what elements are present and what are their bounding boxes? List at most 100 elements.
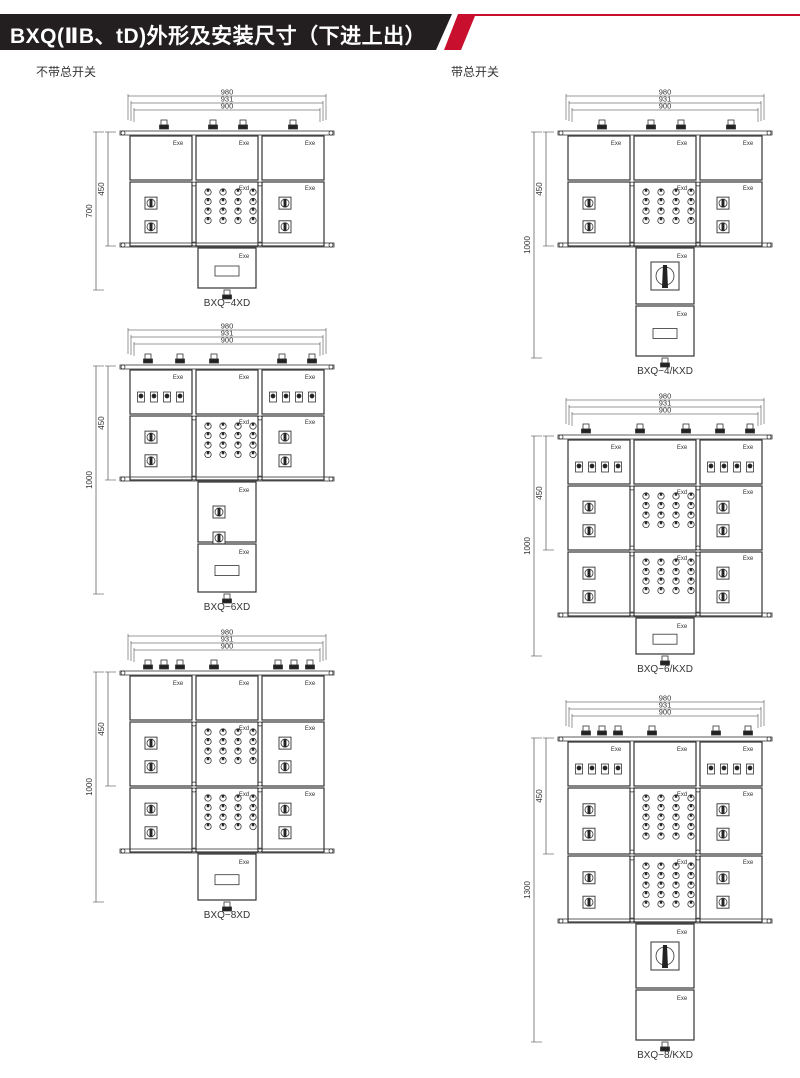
breaker-lever <box>251 757 255 761</box>
switch-handle <box>149 222 153 232</box>
vertical-dimension-label-1000: 1000 <box>85 471 94 489</box>
mounting-bolt <box>328 670 334 676</box>
small-switch-icon <box>746 763 754 775</box>
breaker-icon <box>204 216 212 225</box>
mounting-bolt <box>120 670 126 676</box>
breaker-icon <box>642 558 650 566</box>
switch-handle <box>721 222 725 232</box>
breaker-icon <box>204 803 212 812</box>
breaker-icon <box>219 747 227 755</box>
breaker-lever <box>206 441 210 445</box>
breaker-icon <box>642 881 650 889</box>
breaker-icon <box>219 794 227 802</box>
exe-mark: Exe <box>239 860 250 866</box>
switch-handle <box>283 432 287 442</box>
exe-mark: Exe <box>677 747 688 753</box>
switch-enclosure <box>129 721 193 787</box>
breaker-lever <box>206 188 210 192</box>
breaker-lever <box>644 217 648 221</box>
cable-gland-icon <box>715 423 725 434</box>
breaker-lever <box>674 872 678 876</box>
vertical-dimension-label-450: 450 <box>97 416 106 430</box>
small-switch-knob <box>138 393 144 399</box>
breaker-icon <box>219 431 227 440</box>
small-switch-knob <box>708 765 714 771</box>
breaker-lever <box>251 198 255 202</box>
gland-nut <box>646 124 656 130</box>
rotary-switch-icon <box>716 590 730 604</box>
switch-handle <box>217 507 221 517</box>
exe-mark: Exe <box>743 792 754 798</box>
gland-nut <box>745 428 755 434</box>
rotary-switch-icon <box>278 454 292 468</box>
breaker-icon <box>687 577 695 585</box>
small-switch-icon <box>150 391 158 403</box>
exe-mark: Exe <box>677 141 688 147</box>
breaker-icon <box>642 207 650 215</box>
breaker-lever <box>674 511 678 515</box>
gland-nut <box>711 730 721 736</box>
breaker-lever <box>689 577 693 581</box>
rotary-switch-icon <box>716 803 730 817</box>
gland-body <box>746 423 754 430</box>
breaker-lever <box>644 188 648 192</box>
top-enclosure <box>129 135 193 181</box>
breaker-icon <box>204 450 212 459</box>
cable-gland-icon <box>159 659 169 670</box>
breaker-lever <box>644 872 648 876</box>
breaker-icon <box>687 207 695 215</box>
cable-gland-icon <box>273 659 283 670</box>
rotary-switch-icon <box>278 826 292 840</box>
breaker-lever <box>221 217 225 221</box>
switch-handle <box>149 738 153 748</box>
cable-gland-icon <box>660 357 670 368</box>
gland-nut <box>726 124 736 130</box>
breaker-icon <box>249 822 257 831</box>
switch-enclosure <box>699 855 763 923</box>
exe-mark: Exe <box>239 141 250 147</box>
breaker-lever <box>236 451 240 455</box>
switch-handle <box>587 805 591 815</box>
cable-gland-icon <box>159 119 169 130</box>
mounting-bolt <box>766 434 772 440</box>
gland-nut <box>222 294 232 300</box>
breaker-icon <box>672 501 680 510</box>
exe-mark: Exe <box>305 681 316 687</box>
gland-body <box>176 353 184 360</box>
breaker-icon <box>204 422 212 430</box>
breaker-lever <box>659 521 663 525</box>
switch-handle <box>721 592 725 602</box>
small-switch-knob <box>615 765 621 771</box>
bottom-enclosure <box>635 617 695 655</box>
gland-nut <box>660 660 670 666</box>
mounting-bolt <box>257 847 263 853</box>
dimension-label-900: 900 <box>221 642 234 651</box>
gland-nut <box>159 124 169 130</box>
breaker-lever <box>674 891 678 895</box>
cable-gland-icon <box>307 353 317 364</box>
breaker-lever <box>221 823 225 827</box>
breaker-icon <box>249 207 257 215</box>
small-switch-knob <box>602 463 608 469</box>
gland-body <box>598 725 606 732</box>
breaker-icon <box>642 900 650 908</box>
gland-body <box>727 119 735 126</box>
switch-enclosure <box>567 181 631 247</box>
dimension-label-980: 980 <box>659 694 672 703</box>
rotary-switch-icon <box>716 827 730 841</box>
breaker-lever <box>659 207 663 211</box>
breaker-icon <box>657 520 665 529</box>
mounting-bolt <box>257 721 263 727</box>
breaker-icon <box>249 450 257 459</box>
cable-gland-icon <box>175 659 185 670</box>
gland-body <box>647 119 655 126</box>
rotary-switch-icon <box>144 220 158 234</box>
breaker-lever <box>689 188 693 192</box>
breaker-icon <box>672 511 680 519</box>
switch-handle <box>149 762 153 772</box>
breaker-lever <box>221 757 225 761</box>
switch-handle <box>283 222 287 232</box>
gland-body <box>223 593 231 600</box>
switch-handle <box>149 456 153 466</box>
